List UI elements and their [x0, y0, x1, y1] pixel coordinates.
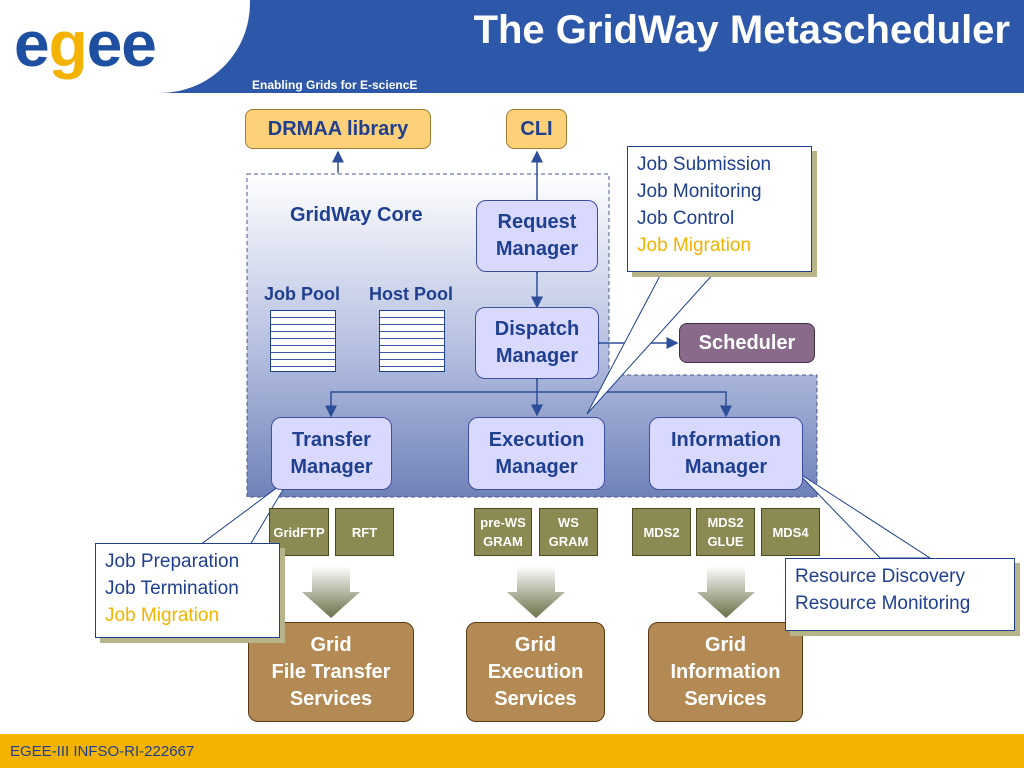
- callout-pointer-request: [586, 271, 717, 415]
- slide-subtitle: Enabling Grids for E-sciencE: [252, 78, 418, 92]
- down-arrow-transfer: [302, 566, 360, 618]
- down-arrow-information: [697, 566, 755, 618]
- footer-bar: [0, 734, 1024, 768]
- host-pool-table: [379, 310, 445, 372]
- connector-bus: [330, 391, 727, 415]
- down-arrow-execution: [507, 566, 565, 618]
- scheduler-box: Scheduler: [679, 323, 815, 363]
- job-pool-table: [270, 310, 336, 372]
- footer-text: EGEE-III INFSO-RI-222667: [10, 743, 195, 760]
- gridway-core-label: GridWay Core: [290, 204, 423, 226]
- mds2-box: MDS2: [632, 508, 691, 556]
- mds4-box: MDS4: [761, 508, 820, 556]
- drmaa-library-box: DRMAA library: [245, 109, 431, 149]
- job-pool-label: Job Pool: [264, 284, 340, 304]
- callout-information-manager: Resource Discovery Resource Monitoring: [785, 558, 1015, 631]
- cli-box: CLI: [506, 109, 567, 149]
- callout-transfer-manager: Job Preparation Job Termination Job Migr…: [95, 543, 280, 638]
- host-pool-label: Host Pool: [369, 284, 453, 304]
- callout-request-manager: Job Submission Job Monitoring Job Contro…: [627, 146, 812, 272]
- logo-area: [0, 0, 250, 93]
- egee-logo: egee: [14, 8, 157, 80]
- rft-box: RFT: [335, 508, 394, 556]
- gridftp-box: GridFTP: [269, 508, 329, 556]
- slide-title: The GridWay Metascheduler: [473, 8, 1010, 52]
